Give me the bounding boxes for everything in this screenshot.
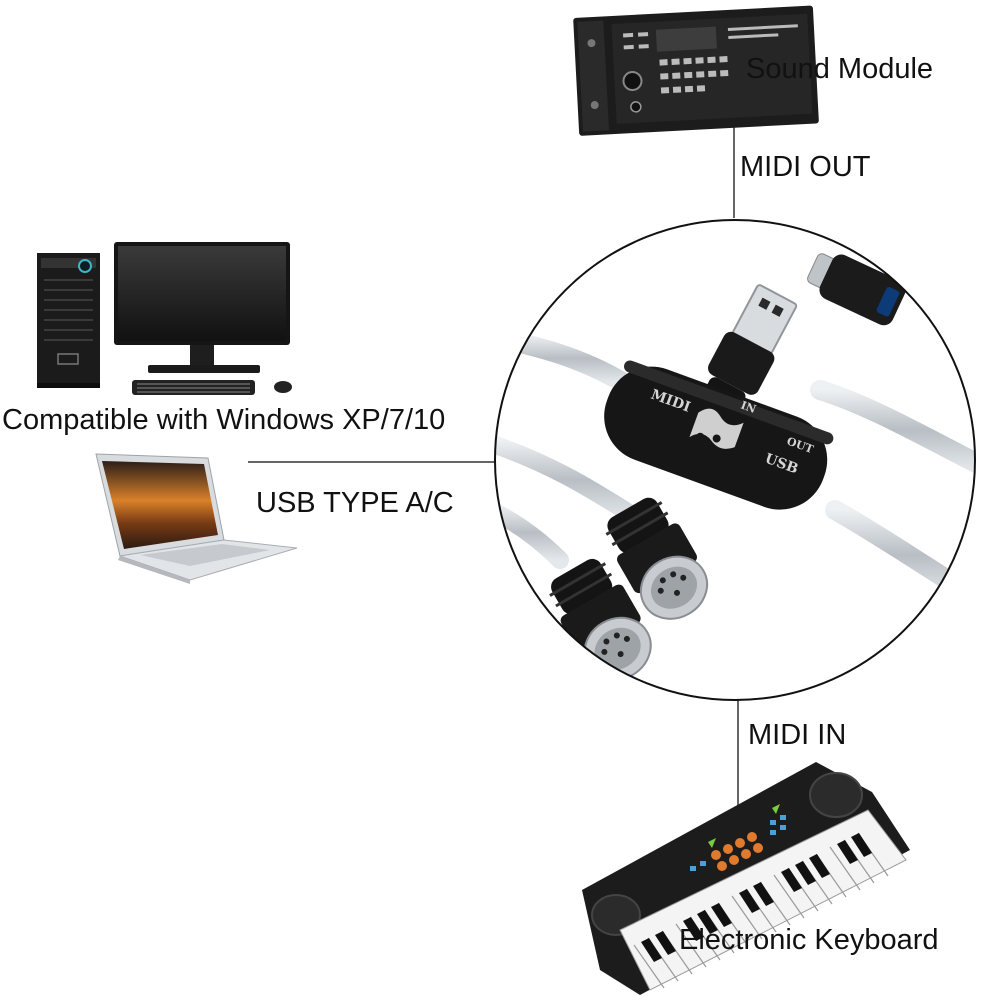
zoom-circle: MIDI IN OUT USB [494, 219, 976, 701]
sound-module-label: Sound Module [746, 53, 934, 85]
zoom-circle-border [494, 219, 976, 701]
electronic-keyboard-icon [582, 762, 910, 995]
sound-module-icon [573, 5, 819, 136]
compatibility-label: Compatible with Windows XP/7/10 [2, 404, 446, 436]
connector-lines [248, 118, 739, 812]
usb-type-label: USB TYPE A/C [256, 487, 454, 519]
usb-c-adapter-icon [807, 253, 906, 326]
desktop-pc-icon [37, 242, 292, 395]
electronic-keyboard-label: Electronic Keyboard [679, 924, 939, 956]
midi-out-label: MIDI OUT [740, 151, 871, 183]
midi-in-label: MIDI IN [748, 719, 847, 751]
laptop-icon [95, 453, 298, 584]
chip-in-text: IN [739, 399, 758, 416]
